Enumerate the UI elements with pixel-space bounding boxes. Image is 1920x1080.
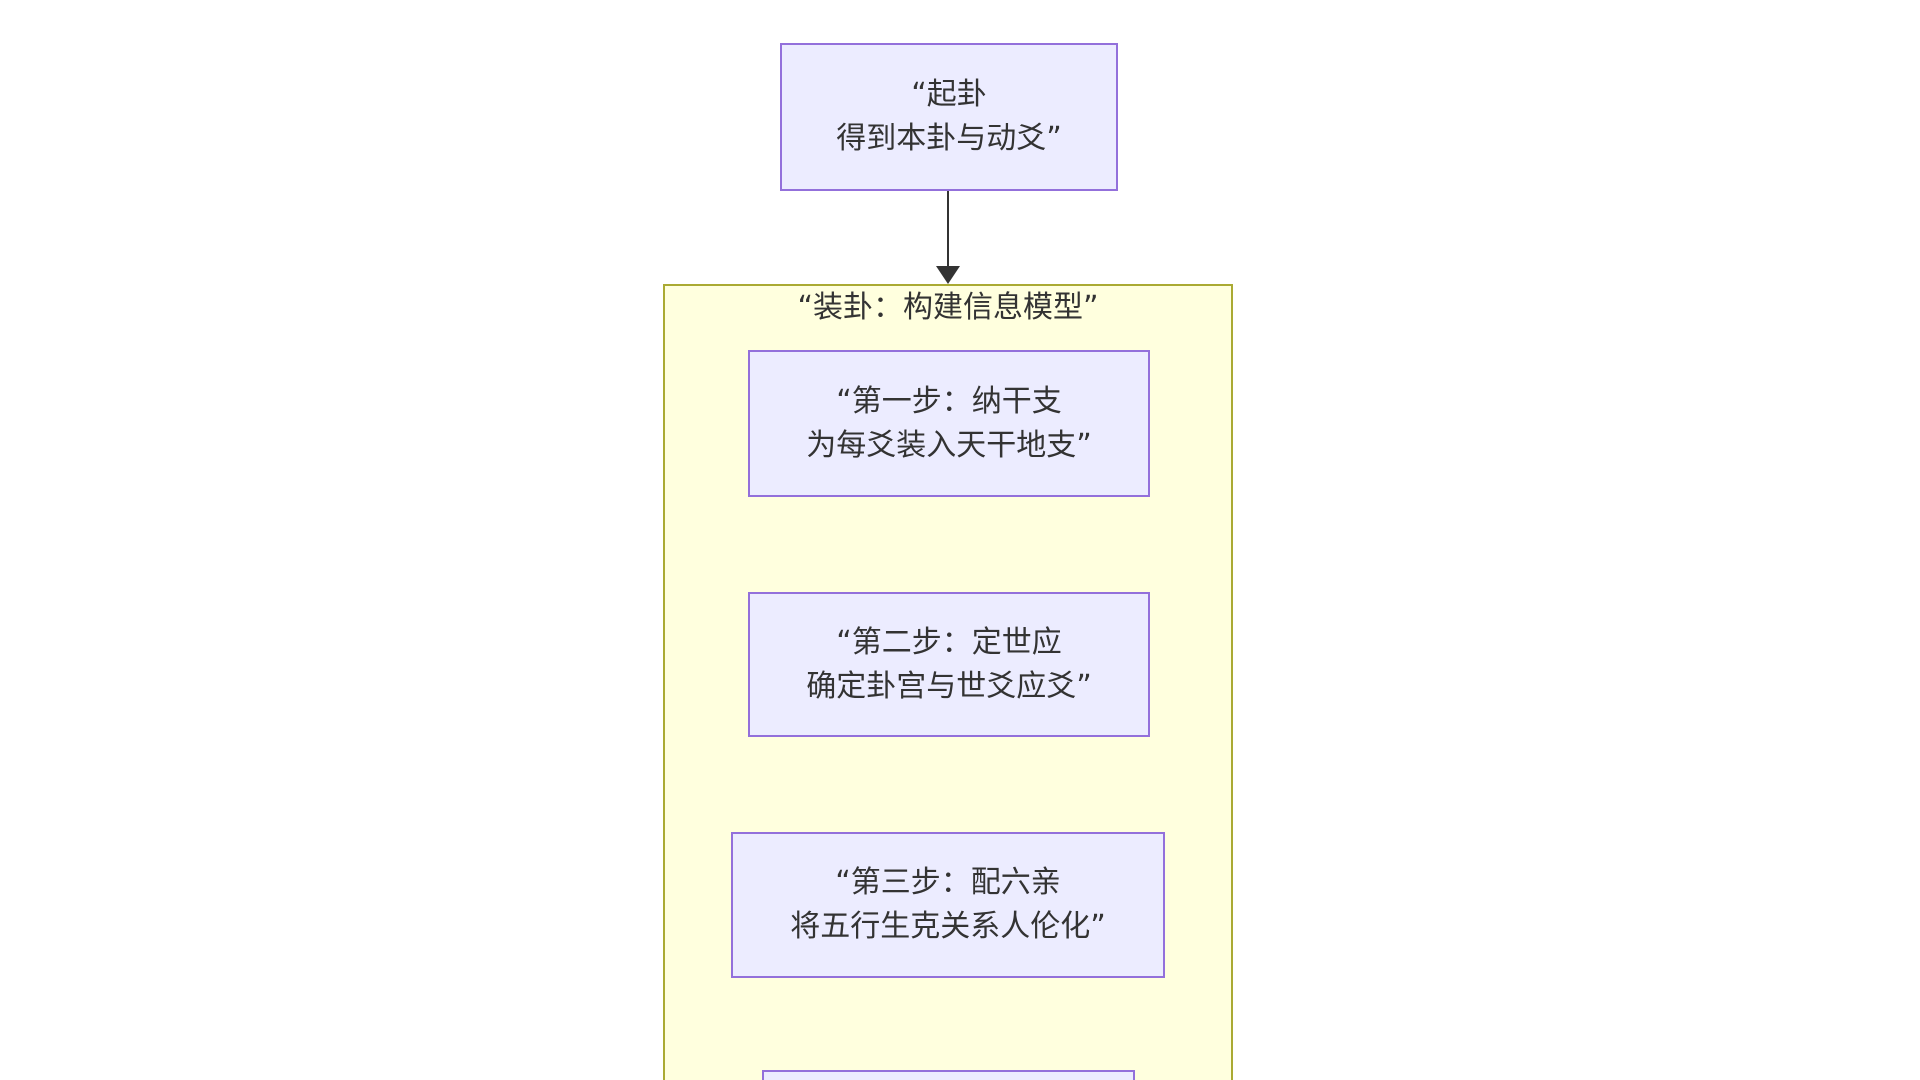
node-qigua-line2: 得到本卦与动爻”	[836, 121, 1062, 156]
node-step2-line1: “第二步：定世应	[836, 624, 1062, 660]
node-qigua: “起卦 得到本卦与动爻”	[780, 43, 1118, 191]
node-step4-partial	[762, 1070, 1135, 1080]
arrowhead-down-icon	[936, 266, 960, 284]
edge-line	[947, 191, 949, 267]
node-step3-line1: “第三步：配六亲	[835, 865, 1061, 900]
node-step1: “第一步：纳干支 为每爻装入天干地支”	[748, 350, 1150, 497]
node-qigua-line1: “起卦	[911, 77, 987, 112]
cluster-title: “装卦：构建信息模型”	[797, 290, 1099, 325]
node-step3-line2: 将五行生克关系人伦化”	[790, 909, 1106, 944]
node-step2: “第二步：定世应 确定卦宫与世爻应爻”	[748, 592, 1150, 737]
node-step3: “第三步：配六亲 将五行生克关系人伦化”	[731, 832, 1165, 978]
node-step1-line2: 为每爻装入天干地支”	[806, 427, 1092, 463]
node-step2-line2: 确定卦宫与世爻应爻”	[806, 668, 1092, 704]
node-step1-line1: “第一步：纳干支	[836, 383, 1062, 419]
